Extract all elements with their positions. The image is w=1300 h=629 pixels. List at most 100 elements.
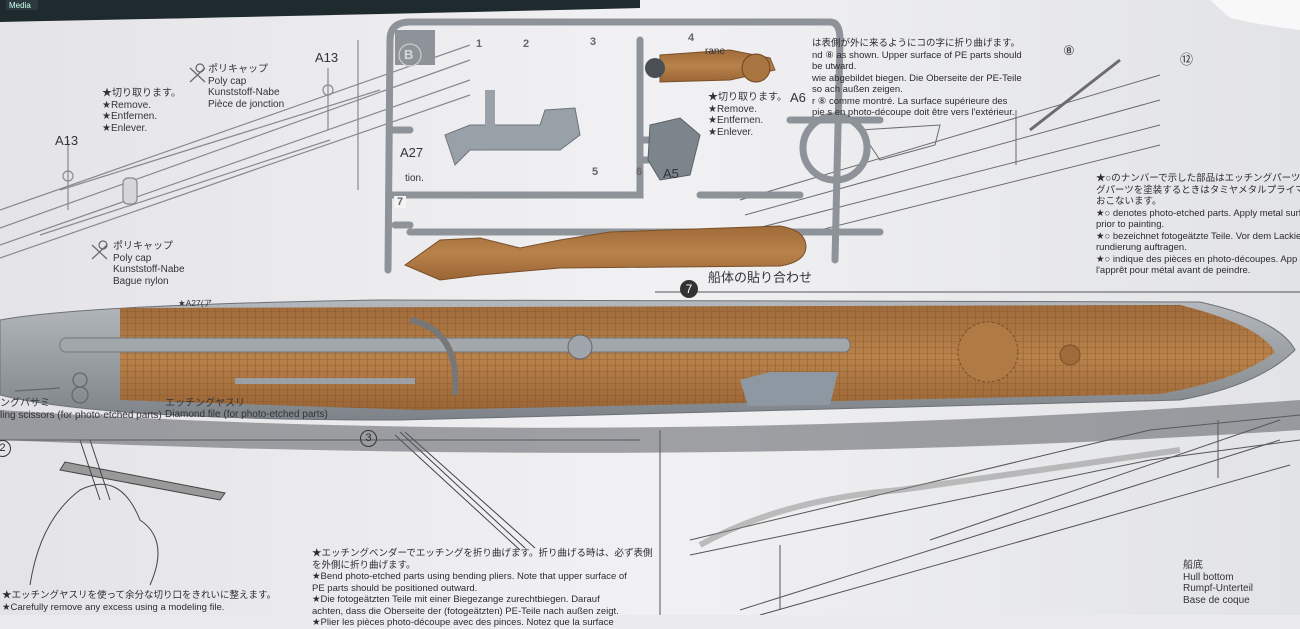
label-de: Kunststoff-Nabe: [208, 87, 280, 98]
sprue-label-tab: [395, 30, 435, 65]
hull-bottom-label: 船底 Hull bottom Rumpf-Unterteil Base de c…: [1183, 560, 1253, 606]
note-line: be utward.: [812, 61, 857, 72]
sprue-part-wheel[interactable]: [645, 58, 665, 78]
sprue-part-gun[interactable]: [647, 117, 701, 181]
note-line: グパーツを塗装するときはタミヤメタルプライマーを塗: [1096, 184, 1300, 196]
sprue-frame-letter: B: [404, 47, 414, 62]
poly-cap-label-lower: ポリキャップ Poly cap Kunststoff-Nabe Bague ny…: [113, 241, 185, 287]
sprue-part-post[interactable]: [485, 90, 495, 135]
sprue-part-deck-section[interactable]: [403, 225, 807, 281]
label-fr: Pièce de jonction: [208, 98, 285, 110]
sprue-part-number: 3: [590, 36, 597, 48]
sprue-part-number: 6: [636, 166, 643, 178]
note-line: nd ⑧ as shown. Upper surface of PE parts…: [812, 49, 1022, 61]
scissors-icon: [14, 372, 89, 404]
sprue-part-round-grating[interactable]: [741, 53, 771, 83]
conning-bracket: [409, 317, 459, 396]
remove-note-left: ★切り取ります。 ★Remove. ★Entfernen. ★Enlever.: [102, 88, 181, 134]
note-line: l'apprêt pour métal avant de peindre.: [1096, 265, 1251, 276]
part-label-a13: A13: [315, 50, 339, 65]
note-line: ★○ denotes photo-etched parts. Apply met…: [1096, 207, 1300, 219]
label-fr: ★Enlever.: [102, 122, 148, 134]
label-fr: Bague nylon: [113, 275, 169, 287]
hull-fitting: [567, 334, 593, 360]
label-en: ★Remove.: [708, 103, 757, 115]
crane-label: rane: [705, 46, 726, 57]
label-jp: ポリキャップ: [113, 241, 173, 252]
bend-note: は表側が外に来るようにコの字に折り曲げます。 nd ⑧ as shown. Up…: [812, 38, 1022, 119]
sprue-part-number: 1: [476, 38, 483, 50]
note-line: ★Bend photo-etched parts using bending p…: [312, 571, 627, 582]
scissors-label-en: ling scissors (for photo-etched parts): [0, 410, 162, 421]
label-de: Kunststoff-Nabe: [113, 264, 185, 275]
label-de: Rumpf-Unterteil: [1183, 583, 1254, 594]
part-label-a13: A13: [55, 133, 79, 148]
poly-cap-icon: [189, 63, 206, 83]
sprue-part-number: 2: [523, 38, 530, 50]
poly-cap-icon: [91, 240, 108, 260]
file-hand-drawing: [29, 439, 226, 586]
sprue-letter-circle: [398, 43, 422, 67]
keyboard-key: [6, 0, 38, 10]
note-line: ★エッチングベンダーでエッチングを折り曲げます。折り曲げる時は、必ず表側: [312, 548, 653, 559]
a27-fragment: tion.: [405, 173, 424, 184]
poly-cap-label-upper: ポリキャップ Poly cap Kunststoff-Nabe Pièce de…: [208, 64, 284, 110]
note-line: so ach außen zeigen.: [812, 84, 903, 95]
label-de: ★Entfernen.: [708, 115, 764, 126]
scissors-label-jp: ングバサミ: [0, 398, 50, 409]
note-line: は表側が外に来るようにコの字に折り曲げます。: [812, 38, 1021, 49]
sprue-part-number: 4: [688, 32, 695, 44]
note-line: PE parts should be positioned outward.: [312, 582, 478, 594]
note-line: ★Die fotogeätzten Teile mit einer Biegez…: [312, 594, 600, 605]
label-en: Poly cap: [208, 75, 247, 87]
label-de: ★Entfernen.: [102, 111, 158, 122]
step-3-text: ★エッチングベンダーでエッチングを折り曲げます。折り曲げる時は、必ず表側 を外側…: [312, 548, 652, 629]
keyboard: [0, 0, 640, 22]
note-line: ★○ indique des pièces en photo-découpes.…: [1096, 253, 1298, 265]
step-2-text: ★エッチングヤスリを使って余分な切り口をきれいに整えます。 ★Carefully…: [2, 590, 276, 613]
part-label-a27: A27: [400, 145, 424, 160]
pe-part-12: ⑫: [1180, 52, 1194, 67]
note-line: ★エッチングヤスリを使って余分な切り口をきれいに整えます。: [2, 590, 277, 601]
note-line: おこないます。: [1096, 196, 1162, 207]
sprue-part-number: 5: [592, 166, 599, 178]
sprue-part-number: 7: [394, 196, 407, 208]
hull-shadow: [0, 400, 1300, 453]
hull-rail: [59, 337, 851, 353]
label-en: Hull bottom: [1183, 571, 1234, 583]
deck-hatch: [1059, 344, 1081, 366]
part-label-a5: A5: [663, 166, 679, 181]
note-line: を外側に折り曲げます。: [312, 559, 416, 571]
note-line: ★○のナンバーで示した部品はエッチングパーツです。: [1096, 173, 1300, 184]
note-line: ★Plier les pièces photo-découpe avec des…: [312, 617, 614, 628]
photo-scene: [0, 0, 1300, 615]
remove-note-right: ★切り取ります。 ★Remove. ★Entfernen. ★Enlever.: [708, 92, 787, 138]
label-fr: ★Enlever.: [708, 126, 754, 138]
sprue-part-gun-mount[interactable]: [444, 107, 581, 166]
note-line: ★○ bezeichnet fotogeätzte Teile. Vor dem…: [1096, 230, 1300, 242]
label-en: Poly cap: [113, 252, 152, 264]
note-line: prior to painting.: [1096, 219, 1165, 230]
step-7-number: 7: [680, 280, 698, 298]
note-line: wie abgebildet biegen. Die Oberseite der…: [812, 72, 1022, 84]
deck-planking: [120, 305, 1275, 410]
step-7-title: 船体の貼り合わせ: [708, 270, 813, 285]
label-jp: ★切り取ります。: [708, 92, 787, 103]
note-line: rundierung auftragen.: [1096, 242, 1187, 253]
a27-note: ★A27(ア: [178, 298, 213, 308]
step-3-number: 3: [360, 430, 377, 447]
keyboard-key-label: Media: [9, 1, 31, 10]
pe-notes: ★○のナンバーで示した部品はエッチングパーツです。 グパーツを塗装するときはタミ…: [1096, 173, 1300, 277]
note-line: achten, dass die Oberseite der (fotogeät…: [312, 605, 619, 617]
label-jp: ★切り取ります。: [102, 88, 181, 99]
file-label-en: Diamond file (for photo-etched parts): [165, 409, 328, 420]
deck-plate: [740, 372, 838, 406]
hatch-grating: [957, 321, 1019, 383]
submarine-drawing-right: [739, 58, 1161, 246]
label-jp: ポリキャップ: [208, 64, 268, 75]
pe-part-8: ⑧: [1063, 43, 1075, 58]
file-label-jp: エッチングヤスリ: [165, 398, 245, 409]
label-en: ★Remove.: [102, 99, 151, 111]
label-jp: 船底: [1183, 560, 1203, 571]
white-object: [1210, 0, 1300, 30]
